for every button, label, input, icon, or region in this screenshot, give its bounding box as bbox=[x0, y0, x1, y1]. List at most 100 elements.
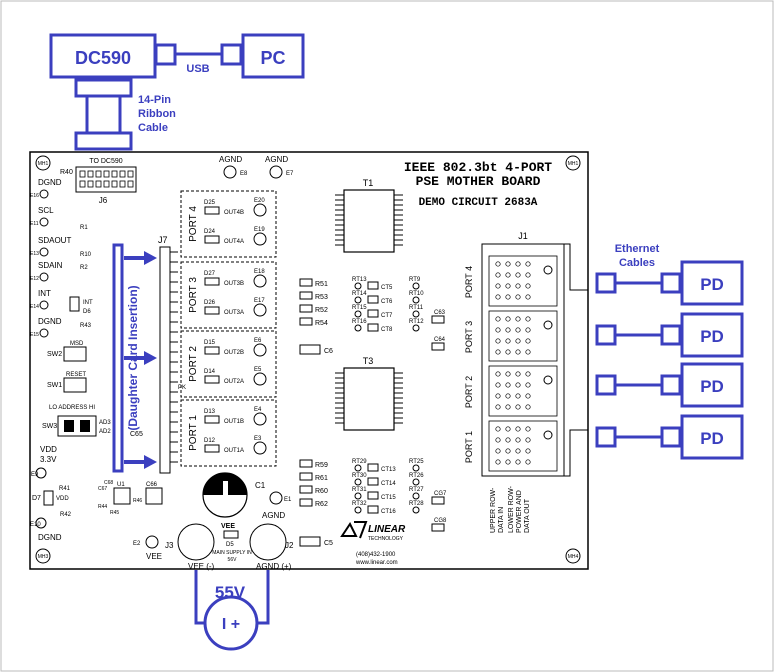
resistor-label: R60 bbox=[315, 488, 328, 495]
power-supply-symbol bbox=[203, 595, 259, 651]
left-label: SDAOUT bbox=[38, 236, 71, 245]
c66-label: C66 bbox=[146, 482, 158, 488]
r44-label: R44 bbox=[98, 504, 107, 510]
port-testpoint bbox=[253, 372, 267, 386]
port-block bbox=[180, 261, 277, 329]
j1-pin bbox=[515, 404, 521, 410]
port-testpoint bbox=[253, 441, 267, 455]
port-out-label: OUT3B bbox=[224, 281, 244, 287]
j6-pin bbox=[127, 180, 134, 188]
j1-pin bbox=[505, 371, 511, 377]
board-title-2: PSE MOTHER BOARD bbox=[416, 174, 541, 189]
upper-row-2: DATA IN bbox=[498, 507, 505, 533]
cap-label: C63 bbox=[434, 310, 446, 316]
pd-cable-jack-device bbox=[660, 426, 682, 448]
j1-pin bbox=[525, 459, 531, 465]
d6-label: D6 bbox=[83, 309, 91, 315]
j1-pin bbox=[515, 349, 521, 355]
cap-label: C64 bbox=[434, 337, 446, 343]
port-out-label: OUT2A bbox=[224, 379, 244, 385]
insertion-arrow-head bbox=[144, 351, 157, 365]
e8-label: E8 bbox=[240, 171, 248, 177]
j1-pin bbox=[495, 283, 501, 289]
j1-pin bbox=[515, 382, 521, 388]
r2-label: R2 bbox=[80, 265, 88, 271]
rt-label: RT29 bbox=[352, 459, 367, 465]
mounting-holes: MH1 MH1 MH3 MH4 bbox=[35, 155, 581, 564]
j6-label: J6 bbox=[99, 196, 108, 205]
resistor-label: R53 bbox=[315, 294, 328, 301]
r10-label: R10 bbox=[80, 252, 92, 258]
c66-cap bbox=[145, 487, 163, 505]
port-diode-label: D13 bbox=[204, 409, 216, 415]
svg-text:MH1: MH1 bbox=[568, 161, 579, 167]
j1-connector bbox=[481, 243, 565, 477]
port-testpoint bbox=[253, 274, 267, 288]
port-name: PORT 2 bbox=[188, 346, 199, 382]
j1-pin bbox=[525, 382, 531, 388]
j1-led bbox=[543, 430, 553, 440]
rt-part bbox=[354, 506, 362, 514]
insertion-arrow-head bbox=[144, 251, 157, 265]
reset-label: RESET bbox=[66, 372, 86, 378]
board-title-1: IEEE 802.3bt 4-PORT bbox=[404, 160, 552, 175]
left-testpoint bbox=[39, 328, 49, 338]
j1-port-cell bbox=[488, 255, 558, 307]
dc590-label: DC590 bbox=[75, 48, 131, 68]
vee-d5-label: VEE bbox=[221, 523, 235, 530]
main-supply-label: MAIN SUPPLY IN bbox=[212, 550, 252, 556]
resistor bbox=[299, 278, 313, 287]
left-ref-label: E12 bbox=[30, 276, 39, 282]
pd-cable-jack-device bbox=[660, 324, 682, 346]
msd-label: MSD bbox=[70, 341, 84, 347]
j1-pin bbox=[495, 404, 501, 410]
e7-testpoint bbox=[269, 165, 283, 179]
rt-right-label: RT28 bbox=[409, 501, 424, 507]
pd-label: PD bbox=[700, 429, 724, 448]
pd-device bbox=[680, 414, 744, 460]
resistor-label: R61 bbox=[315, 475, 328, 482]
j1-pin bbox=[495, 261, 501, 267]
c5-label: C5 bbox=[324, 540, 333, 547]
r46-label: R46 bbox=[133, 498, 142, 504]
j1-pin bbox=[505, 459, 511, 465]
rt-label: RT13 bbox=[352, 277, 367, 283]
j1-pin bbox=[525, 283, 531, 289]
rt-right-part bbox=[412, 324, 420, 332]
port-out-label: OUT4A bbox=[224, 239, 244, 245]
port-e-label: E4 bbox=[254, 407, 262, 413]
rt-part bbox=[354, 464, 362, 472]
address-label: LO ADDRESS HI bbox=[49, 405, 95, 411]
port-e-label: E20 bbox=[254, 198, 265, 204]
e7-label: E7 bbox=[286, 171, 294, 177]
j6-pin bbox=[111, 180, 118, 188]
j1-pin bbox=[495, 338, 501, 344]
d7-label: D7 bbox=[32, 495, 41, 502]
j1-pin bbox=[495, 272, 501, 278]
port-diode-label: D12 bbox=[204, 438, 216, 444]
port-block bbox=[180, 330, 277, 398]
j1-pin bbox=[525, 404, 531, 410]
rt-right-label: RT12 bbox=[409, 319, 424, 325]
rt-label: RT32 bbox=[352, 501, 367, 507]
cap-label: CG7 bbox=[434, 491, 447, 497]
rt-right-part bbox=[412, 464, 420, 472]
rt-part bbox=[354, 282, 362, 290]
j1-pin bbox=[525, 316, 531, 322]
j1-port-label: PORT 2 bbox=[464, 376, 474, 408]
c65-label: C65 bbox=[130, 431, 143, 438]
pc-block: PC bbox=[241, 33, 305, 79]
ethernet-label-1: Ethernet bbox=[615, 243, 660, 255]
left-label: DGND bbox=[38, 317, 62, 326]
j1-pin bbox=[525, 338, 531, 344]
left-ref-label: E14 bbox=[30, 304, 39, 310]
port-testpoint bbox=[253, 412, 267, 426]
j6-pin bbox=[87, 170, 94, 178]
j1-pin bbox=[525, 261, 531, 267]
port-diode bbox=[204, 206, 220, 215]
j6-pin bbox=[111, 170, 118, 178]
left-ref-label: E16 bbox=[30, 193, 39, 199]
ct-part bbox=[367, 323, 379, 332]
